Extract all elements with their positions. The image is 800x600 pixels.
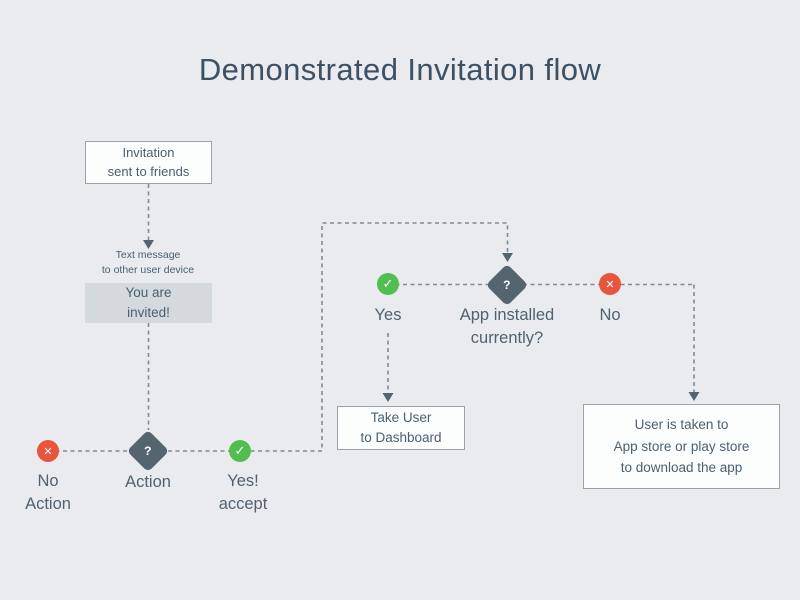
- text-message-note-line2: to other user device: [101, 263, 195, 276]
- no-label-text: No: [599, 306, 621, 324]
- invitation-sent-box: Invitation sent to friends: [85, 141, 212, 184]
- check-glyph: ✓: [382, 276, 394, 291]
- question-mark-icon: ?: [144, 444, 152, 458]
- appstore-line2: App store or play store: [613, 438, 750, 454]
- yes-label-text: Yes: [374, 306, 402, 324]
- cross-glyph: ✕: [605, 278, 615, 291]
- yes-accept-label: Yes! accept: [183, 470, 303, 516]
- you-are-invited-line1: You are: [125, 285, 172, 301]
- yes-check-icon: ✓: [377, 273, 399, 295]
- you-are-invited-box: You are invited!: [85, 283, 212, 323]
- yes-accept-line2: accept: [218, 495, 268, 514]
- arrowhead-to-app-installed: [502, 253, 513, 262]
- yes-accept-check-icon: ✓: [229, 440, 251, 462]
- dashboard-line2: to Dashboard: [360, 430, 442, 445]
- invitation-sent-line2: sent to friends: [107, 163, 190, 179]
- action-label: Action: [88, 471, 208, 494]
- action-label-text: Action: [125, 473, 171, 491]
- app-installed-line1: App installed: [459, 306, 555, 324]
- you-are-invited-line2: invited!: [127, 305, 170, 320]
- appstore-line3: to download the app: [620, 460, 743, 476]
- arrowhead-to-appstore: [688, 392, 700, 401]
- arrowhead-to-dashboard: [382, 393, 394, 402]
- no-action-cross-icon: ✕: [37, 440, 59, 462]
- yes-label: Yes: [348, 304, 428, 327]
- no-cross-icon: ✕: [599, 273, 621, 295]
- question-mark-icon: ?: [503, 278, 511, 292]
- text-message-note: Text message to other user device: [73, 248, 223, 277]
- arrowhead-to-note: [143, 240, 154, 249]
- app-installed-label: App installed currently?: [427, 304, 587, 350]
- page-title: Demonstrated Invitation flow: [198, 52, 602, 87]
- check-glyph: ✓: [234, 443, 246, 458]
- yes-accept-line1: Yes!: [227, 472, 259, 490]
- no-action-line2: Action: [25, 495, 71, 514]
- take-user-to-dashboard-box: Take User to Dashboard: [337, 406, 465, 450]
- no-label: No: [570, 304, 650, 327]
- no-action-line1: No: [37, 472, 59, 490]
- appstore-download-box: User is taken to App store or play store…: [583, 404, 780, 489]
- invitation-sent-line1: Invitation: [122, 144, 175, 160]
- dashboard-line1: Take User: [370, 410, 432, 426]
- appstore-line1: User is taken to: [634, 417, 729, 433]
- app-installed-line2: currently?: [470, 329, 544, 348]
- no-action-label: No Action: [8, 470, 88, 516]
- text-message-note-line1: Text message: [115, 249, 181, 261]
- cross-glyph: ✕: [43, 445, 53, 458]
